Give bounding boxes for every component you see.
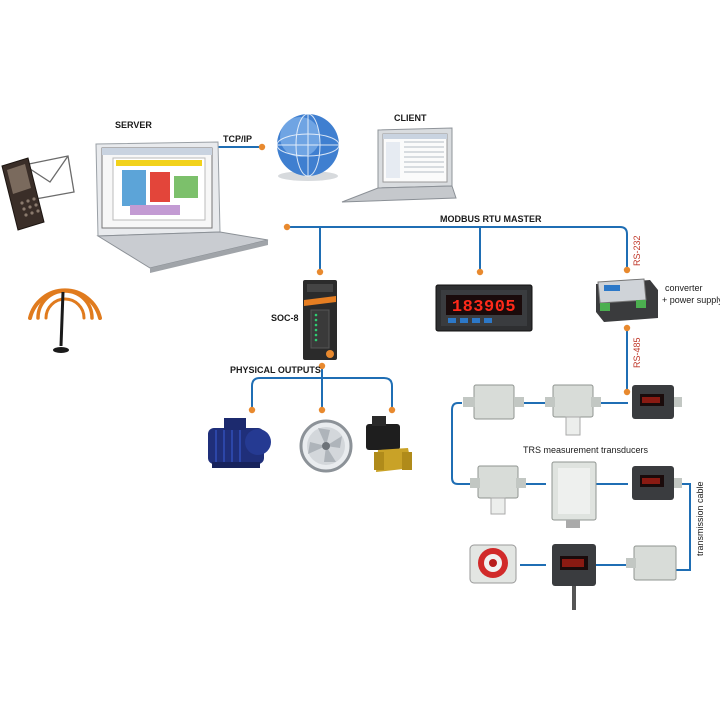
node: [258, 143, 266, 151]
chain-right-loop: [676, 483, 691, 571]
soc8-label: SOC-8: [271, 313, 299, 323]
laptop-icon: [341, 127, 457, 203]
siren-icon: [469, 544, 517, 584]
panel-meter-icon: [435, 284, 533, 332]
node: [623, 388, 631, 396]
transducer-display-icon: [552, 544, 596, 610]
meter-display-value: 183905: [452, 298, 516, 317]
valve-icon: [366, 416, 412, 472]
node: [248, 406, 256, 414]
node: [318, 406, 326, 414]
physical-outputs-label: PHYSICAL OUTPUTS: [230, 365, 321, 375]
node: [623, 266, 631, 274]
node: [283, 223, 291, 231]
client-label: CLIENT: [394, 113, 427, 123]
mobile-phone-icon: [1, 157, 45, 231]
laptop-icon: [95, 141, 269, 273]
globe-icon: [276, 113, 340, 181]
transducer-display-icon: [632, 385, 682, 419]
power-supply-label: + power supply: [662, 295, 720, 305]
junction-box-icon: [463, 384, 524, 420]
rs485-label: RS-485: [632, 337, 642, 368]
transmission-cable-label: transmission cable: [695, 481, 705, 556]
pump-icon: [208, 418, 271, 468]
modbus-label: MODBUS RTU MASTER: [440, 214, 542, 224]
modbus-bus-line: [287, 226, 628, 268]
soc8-module-icon: [303, 280, 337, 360]
rs232-label: RS-232: [632, 235, 642, 266]
antenna-icon: [28, 288, 102, 353]
trs-label: TRS measurement transducers: [523, 445, 649, 455]
node: [623, 324, 631, 332]
junction-box-icon: [545, 384, 601, 436]
junction-box-icon: [551, 461, 597, 528]
junction-box-icon: [470, 465, 526, 515]
node: [318, 362, 326, 370]
chain-left-loop: [451, 402, 474, 485]
junction-box-icon: [626, 545, 677, 581]
connection-lines: [213, 146, 691, 571]
server-label: SERVER: [115, 120, 152, 130]
outputs-branch: [251, 377, 393, 410]
node: [388, 406, 396, 414]
fan-icon: [299, 419, 353, 473]
node: [316, 268, 324, 276]
converter-label: converter: [665, 283, 703, 293]
node: [476, 268, 484, 276]
tcpip-label: TCP/IP: [223, 134, 253, 144]
converter-icon: [596, 278, 658, 322]
transducer-display-icon: [632, 466, 682, 500]
